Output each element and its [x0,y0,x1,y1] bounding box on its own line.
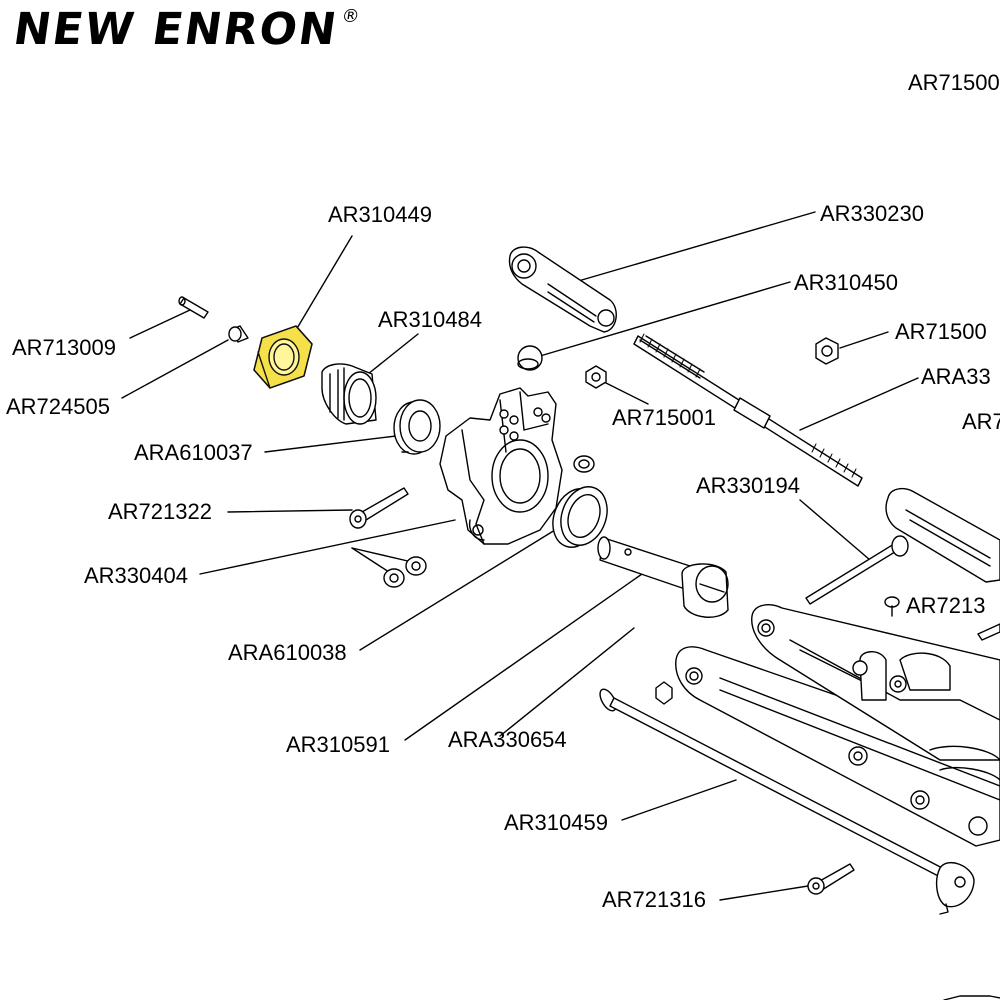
nut-ar715001 [585,365,607,389]
nut-driveshaft [655,681,673,705]
rear-arm-frame [751,604,1000,781]
hub-ar310484 [321,363,377,425]
cropped-fragment [943,995,1000,1000]
label-ara610038: ARA610038 [228,640,347,665]
label-ar721322: AR721322 [108,499,212,524]
label-ara330654: ARA330654 [448,727,567,752]
label-ar310449: AR310449 [328,202,432,227]
label-ar7-right: AR7 [962,409,1000,434]
screw-ar721316 [807,863,855,895]
hinge-pin-ar330194 [805,535,909,605]
label-ara330-right: ARA33 [921,364,991,389]
leader-lines [121,211,919,901]
bearing-ara610038 [552,486,608,548]
label-ar715001-top: AR71500 [908,70,1000,95]
bushing-ar724505 [228,325,249,343]
bearing-ara610037 [393,399,441,455]
label-ar724505: AR724505 [6,394,110,419]
washer-right [573,455,595,473]
hex-nut-ar310449 [253,325,313,389]
upper-arm-right [885,487,1000,583]
label-ara610037: ARA610037 [134,440,253,465]
label-ar310450: AR310450 [794,270,898,295]
label-ar310591: AR310591 [286,732,390,757]
screw-ar721322 [349,487,409,529]
label-ar715001: AR715001 [612,405,716,430]
carrier-ar330404 [439,387,563,545]
label-ar72130-right: AR7213 [906,593,986,618]
link-end-ar330230 [508,246,617,333]
label-ar330404: AR330404 [84,563,188,588]
label-ar713009: AR713009 [12,335,116,360]
washers-ar330404 [383,556,427,588]
nut-ar715005 [815,337,839,365]
label-ar310484: AR310484 [378,307,482,332]
axle-ar310591 [597,536,729,618]
label-ar721316: AR721316 [602,887,706,912]
label-ar310459: AR310459 [504,810,608,835]
pin-ar713009 [178,296,209,319]
turnbuckle-rod [633,333,863,487]
screw-ar72130 [884,596,900,617]
label-ar715005: AR71500 [895,319,987,344]
driveshaft-ar310459 [599,688,975,915]
pivot-ball-ar310450 [517,345,543,371]
label-ar330194: AR330194 [696,473,800,498]
pin-right [977,623,1000,641]
label-ar330230: AR330230 [820,201,924,226]
